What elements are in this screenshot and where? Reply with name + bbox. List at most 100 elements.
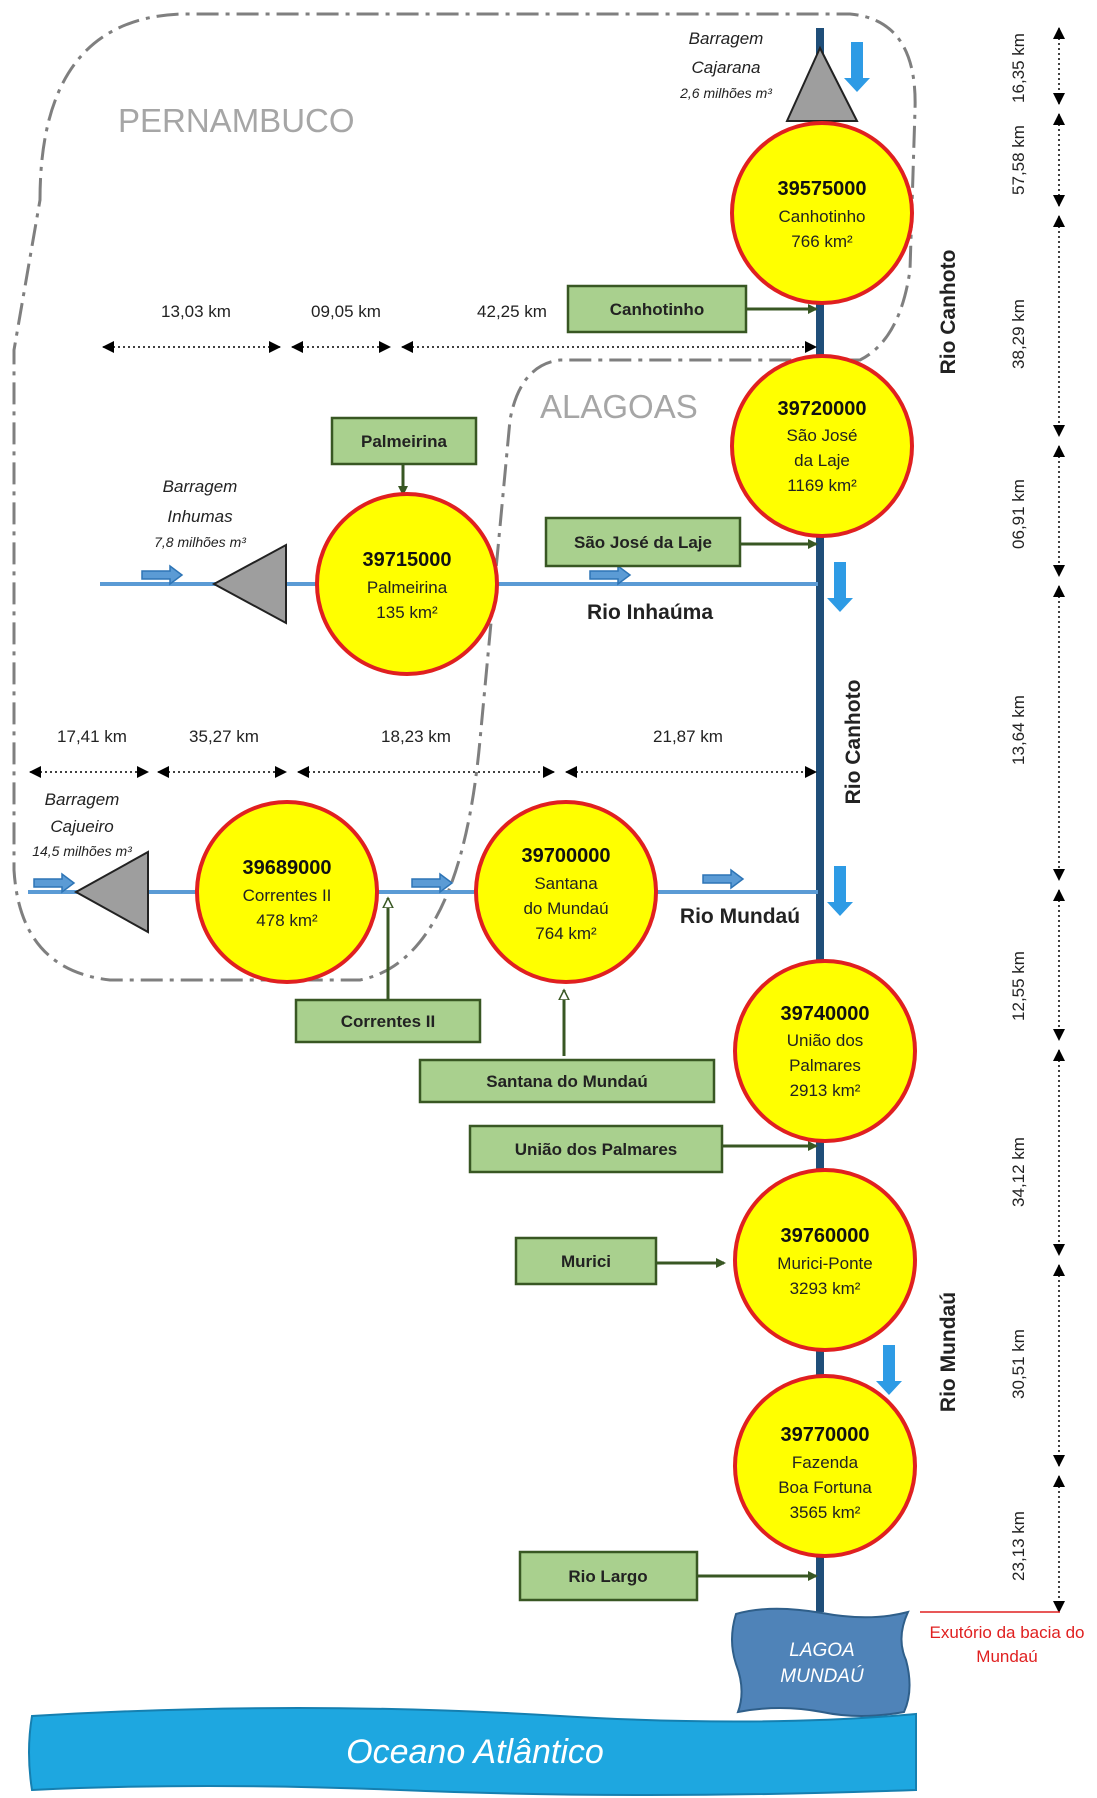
station-39700000: 39700000 Santana do Mundaú 764 km² (474, 800, 658, 984)
dam-label: Cajarana (692, 58, 761, 77)
station-39715000: 39715000 Palmeirina 135 km² (315, 492, 499, 676)
station-name: do Mundaú (523, 899, 608, 918)
river-label: Rio Canhoto (937, 250, 960, 375)
flow-down-arrow-icon (876, 1345, 902, 1395)
distance-label: 42,25 km (477, 302, 547, 321)
station-39689000: 39689000 Correntes II 478 km² (195, 800, 379, 984)
station-39740000: 39740000 União dos Palmares 2913 km² (733, 959, 917, 1143)
distance-label: 09,05 km (311, 302, 381, 321)
dam-cajarana-icon (785, 45, 859, 122)
station-code: 39720000 (778, 398, 867, 420)
station-area: 478 km² (256, 911, 318, 930)
distance-label: 13,03 km (161, 302, 231, 321)
lagoa-label: LAGOA (789, 1640, 854, 1661)
gauge-canhotinho: Canhotinho (566, 284, 748, 334)
station-code: 39760000 (781, 1225, 870, 1247)
flow-arrow-icon (589, 564, 632, 586)
station-area: 764 km² (535, 924, 597, 943)
dam-label: Cajueiro (50, 817, 113, 836)
distance-label: 23,13 km (1009, 1511, 1028, 1581)
flow-arrow-icon (33, 872, 76, 894)
distance-label: 34,12 km (1009, 1137, 1028, 1207)
station-area: 2913 km² (790, 1081, 861, 1100)
distance-label: 21,87 km (653, 727, 723, 746)
distance-label: 30,51 km (1009, 1329, 1028, 1399)
station-name: Boa Fortuna (778, 1478, 872, 1497)
state-label-pernambuco: PERNAMBUCO (118, 102, 355, 139)
station-code: 39700000 (522, 845, 611, 867)
station-area: 1169 km² (787, 476, 857, 495)
station-code: 39740000 (781, 1003, 870, 1025)
station-code: 39575000 (778, 178, 867, 200)
gauge-label: São José da Laje (574, 533, 712, 552)
station-name: Santana (534, 874, 598, 893)
distance-label: 18,23 km (381, 727, 451, 746)
gauge-label: Correntes II (341, 1012, 435, 1031)
ocean-label: Oceano Atlântico (346, 1733, 604, 1771)
station-area: 766 km² (791, 232, 853, 251)
dam-volume: 2,6 milhões m³ (679, 85, 772, 101)
gauge-santana: Santana do Mundaú (418, 1058, 716, 1104)
station-name: Canhotinho (779, 207, 866, 226)
outlet-label: Exutório da bacia do (930, 1623, 1085, 1642)
pernambuco-boundary (12, 12, 917, 982)
gauge-label: Canhotinho (610, 300, 704, 319)
distance-label: 06,91 km (1009, 479, 1028, 549)
station-code: 39715000 (363, 549, 452, 571)
lagoa-label: MUNDAÚ (780, 1665, 864, 1687)
station-name: Fazenda (792, 1453, 859, 1472)
gauge-label: Palmeirina (361, 432, 448, 451)
station-code: 39770000 (781, 1424, 870, 1446)
distance-label: 17,41 km (57, 727, 127, 746)
gauge-murici: Murici (514, 1236, 658, 1286)
state-label-alagoas: ALAGOAS (540, 388, 698, 425)
flow-down-arrow-icon (827, 562, 853, 612)
flow-arrow-icon (411, 872, 454, 894)
dam-inhumas-icon (211, 543, 287, 625)
station-area: 135 km² (376, 603, 438, 622)
gauge-rio-largo: Rio Largo (518, 1550, 699, 1602)
dam-volume: 7,8 milhões m³ (154, 534, 246, 550)
flow-arrow-icon (141, 564, 184, 586)
distance-label: 35,27 km (189, 727, 259, 746)
station-name: Correntes II (243, 886, 332, 905)
flow-down-arrow-icon (827, 866, 853, 916)
dam-label: Barragem (689, 29, 764, 48)
lagoa-mundau-shape (731, 1607, 911, 1717)
station-name: Murici-Ponte (777, 1254, 872, 1273)
outlet-label: Mundaú (976, 1647, 1037, 1666)
gauge-label: Rio Largo (568, 1567, 647, 1586)
river-label: Rio Canhoto (842, 680, 865, 805)
station-39720000: 39720000 São José da Laje 1169 km² (730, 354, 914, 538)
station-name: Palmeirina (367, 578, 448, 597)
station-name: União dos (787, 1031, 864, 1050)
gauge-sao-jose: São José da Laje (544, 516, 742, 568)
distance-label: 57,58 km (1009, 125, 1028, 195)
station-39760000: 39760000 Murici-Ponte 3293 km² (733, 1168, 917, 1352)
gauge-correntes: Correntes II (294, 998, 482, 1044)
river-label: Rio Mundaú (680, 905, 800, 928)
station-area: 3293 km² (790, 1279, 861, 1298)
gauge-palmeirina: Palmeirina (330, 416, 478, 466)
distance-label: 13,64 km (1009, 695, 1028, 765)
gauge-label: Santana do Mundaú (486, 1072, 648, 1091)
flow-arrow-icon (702, 868, 745, 890)
distance-label: 12,55 km (1009, 951, 1028, 1021)
gauge-label: União dos Palmares (515, 1140, 678, 1159)
station-area: 3565 km² (790, 1503, 861, 1522)
dam-label: Barragem (45, 790, 120, 809)
flow-down-arrow-icon (844, 42, 870, 92)
distance-label: 16,35 km (1009, 33, 1028, 103)
distance-label: 38,29 km (1009, 299, 1028, 369)
station-name: São José (787, 426, 858, 445)
ocean-shape (28, 1707, 917, 1796)
river-label: Rio Inhaúma (587, 601, 713, 624)
station-39575000: 39575000 Canhotinho 766 km² (730, 121, 914, 305)
gauge-uniao: União dos Palmares (468, 1124, 724, 1174)
gauge-label: Murici (561, 1252, 611, 1271)
station-code: 39689000 (243, 857, 332, 879)
dam-label: Barragem (163, 477, 238, 496)
river-label: Rio Mundaú (937, 1292, 960, 1412)
station-name: Palmares (789, 1056, 861, 1075)
